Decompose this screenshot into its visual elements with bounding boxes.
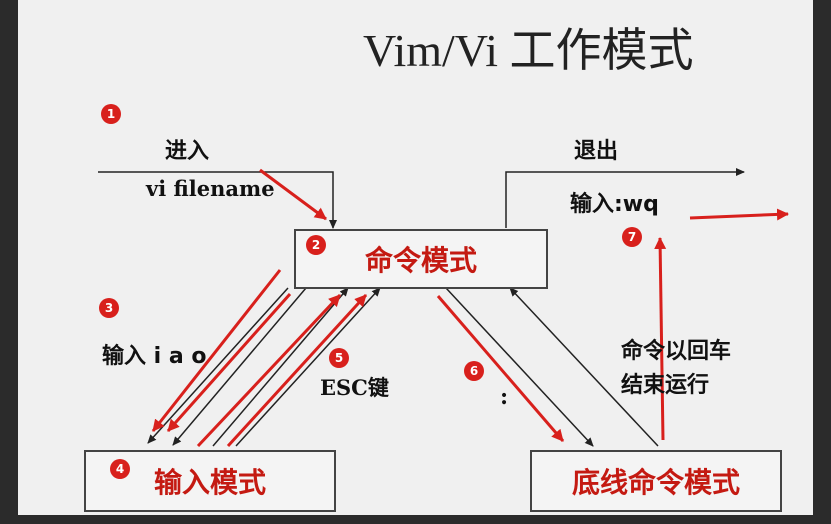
colon-label: : [500,384,509,410]
enter-run-line2: 结束运行 [621,373,710,398]
input-iao-label: 输入 i a o [102,344,207,369]
cmd-to-lastline-black [445,287,594,447]
insert-to-cmd-black-1 [212,287,349,447]
red-arrow-esc-up-2 [226,293,368,448]
input-wq-label: 输入:wq [570,192,659,217]
lastline-to-cmd-black [509,287,659,447]
enter-path-line [98,171,337,229]
connector-arrows [98,168,789,448]
cmd-to-insert-black-2 [172,287,307,446]
esc-key-label: ESC键 [320,375,389,400]
exit-path-line [505,168,745,228]
red-arrow-insert-down-2 [166,293,292,432]
lastline-mode-label: 底线命令模式 [571,466,740,499]
step-badge-4: 4 [110,459,130,479]
red-arrow-esc-up-1 [196,293,342,448]
red-arrow-run-up [654,237,667,441]
lastline-mode-box: 底线命令模式 [530,450,782,512]
red-arrow-enter [259,168,327,221]
insert-mode-label: 输入模式 [153,466,266,499]
red-arrow-exit-right [689,208,789,221]
vi-filename-label: vi filename [146,176,275,201]
step-badge-2: 2 [306,235,326,255]
command-mode-box: 命令模式 [294,229,548,289]
command-mode-label: 命令模式 [364,244,477,277]
enter-label: 进入 [165,139,210,164]
cmd-to-insert-black-1 [147,287,289,444]
enter-run-line1: 命令以回车 [621,339,732,364]
slide-canvas: Vim/Vi 工作模式 命令模式 输入模式 底线命令模式 进入 vi filen… [18,0,813,515]
red-arrow-insert-down-1 [151,269,282,432]
exit-label: 退出 [574,139,619,164]
page-title: Vim/Vi 工作模式 [363,25,694,76]
step-badge-3: 3 [99,298,119,318]
red-arrow-colon [436,295,565,442]
step-badge-1: 1 [101,104,121,124]
step-badge-5: 5 [329,348,349,368]
step-badge-7: 7 [622,227,642,247]
insert-to-cmd-black-2 [235,287,381,447]
step-badge-6: 6 [464,361,484,381]
